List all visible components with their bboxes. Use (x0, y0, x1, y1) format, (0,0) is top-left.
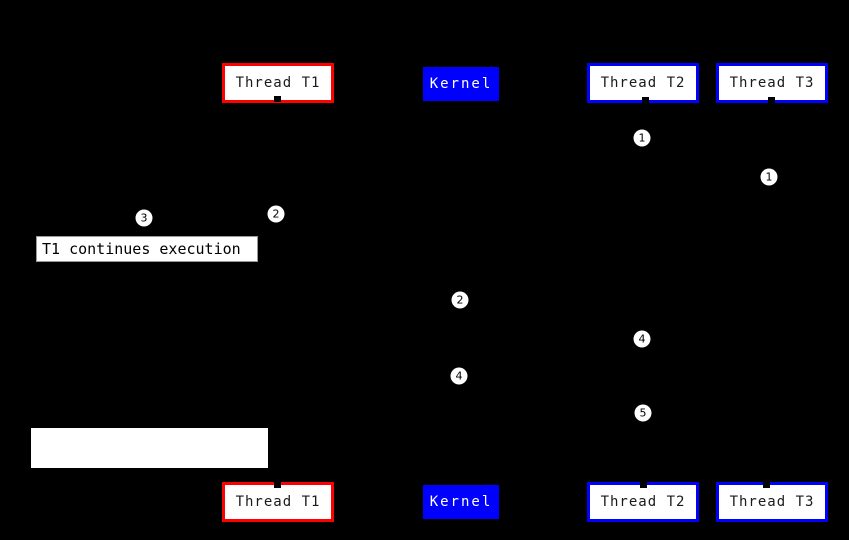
step-marker-2-left: 2 (267, 205, 285, 223)
line-notch-t3-top (768, 97, 775, 103)
step-marker-5-right: 5 (634, 404, 652, 422)
line-notch-t2-bottom (640, 482, 647, 488)
step-marker-1-below-t2: 1 (633, 129, 651, 147)
t1-continues-execution-label: T1 continues execution (36, 236, 258, 262)
step-marker-3-left: 3 (135, 209, 153, 227)
blank-label-box (31, 428, 268, 468)
node-thread-t2-bottom: Thread T2 (587, 482, 699, 522)
step-marker-2-center: 2 (451, 291, 469, 309)
node-thread-t3-bottom: Thread T3 (716, 482, 828, 522)
line-notch-t1-bottom (274, 482, 281, 488)
node-thread-t3-top: Thread T3 (716, 63, 828, 103)
node-kernel-bottom: Kernel (423, 485, 499, 519)
step-marker-4-center: 4 (450, 367, 468, 385)
node-kernel-top: Kernel (423, 67, 499, 101)
node-thread-t1-bottom: Thread T1 (222, 482, 334, 522)
line-notch-t2-top (642, 97, 649, 103)
line-notch-t3-bottom (763, 482, 770, 488)
line-notch-t1-top (274, 96, 281, 102)
step-marker-1-below-t3: 1 (760, 168, 778, 186)
step-marker-4-right: 4 (633, 330, 651, 348)
